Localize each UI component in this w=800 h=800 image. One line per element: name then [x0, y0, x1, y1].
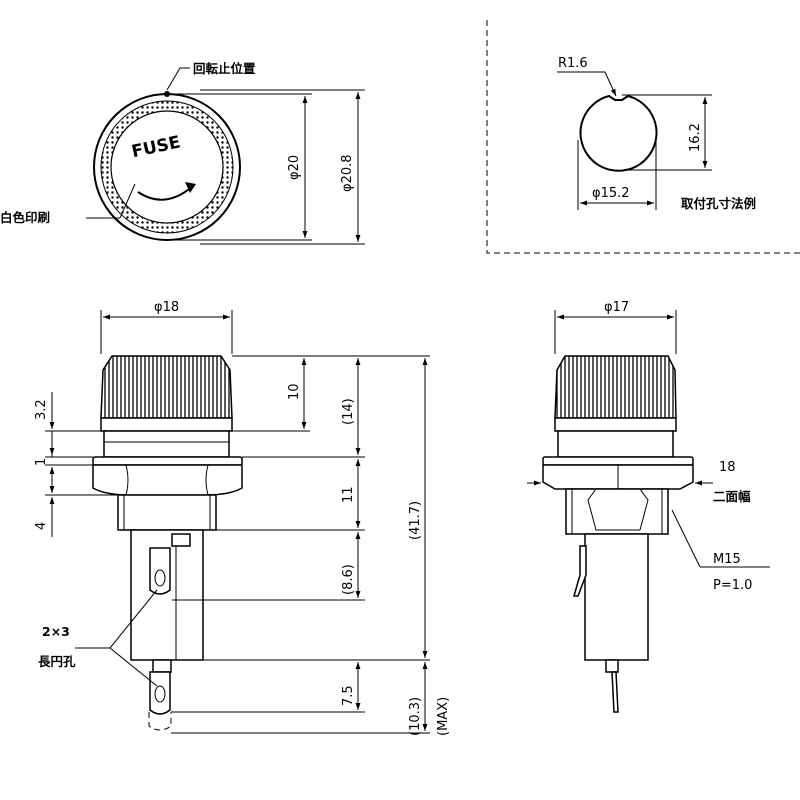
dim-4: 4 [34, 522, 49, 530]
body-upper [103, 430, 230, 458]
dim-max: (MAX) [436, 697, 451, 736]
cap-bottom-ring [100, 417, 233, 432]
side-upper-terminal [573, 545, 587, 597]
flange [92, 456, 243, 466]
dim-41-7: (41.7) [408, 501, 423, 540]
side-view: φ17 18 二面幅 M15 P=1.0 [527, 300, 770, 713]
hex-nut [92, 464, 243, 496]
dim-18: 18 [719, 460, 736, 475]
upper-slot [154, 569, 166, 587]
side-knurled-cap [554, 355, 677, 419]
rotation-arrow-icon [137, 185, 194, 201]
arrowhead-icon [185, 182, 196, 193]
mounting-hole-view: R1.6 16.2 φ15.2 取付孔寸法例 [557, 56, 756, 211]
dim-16-2: 16.2 [688, 123, 703, 152]
side-lower-terminal [611, 671, 619, 713]
dim-phi18: φ18 [154, 300, 179, 315]
knurled-cap [100, 355, 233, 419]
cap-inner-face [110, 110, 224, 224]
side-back-body [584, 533, 649, 661]
side-flange [542, 456, 694, 466]
dim-8-6: (8.6) [341, 564, 356, 595]
mounting-hole-outline [579, 94, 658, 172]
dim-phi17: φ17 [604, 300, 629, 315]
dim-10: 10 [287, 383, 302, 400]
threaded-section [117, 494, 217, 531]
front-view: φ18 3.2 1 4 10 (14) 11 (8.6) 7.5 [34, 300, 451, 736]
flat-label: 二面幅 [713, 489, 751, 504]
lower-terminal [149, 671, 171, 715]
mounting-hole-caption: 取付孔寸法例 [681, 196, 756, 211]
panel-border [486, 20, 800, 254]
dim-7-5: 7.5 [341, 685, 356, 706]
white-print-label: 白色印刷 [0, 210, 50, 225]
terminal-max-outline [148, 712, 172, 731]
top-view: FUSE 回転止位置 白色印刷 φ20 φ20.8 [0, 61, 365, 245]
slot-size-label: 2×3 [42, 624, 70, 639]
pitch-label: P=1.0 [713, 578, 752, 593]
dim-10-3: (10.3) [408, 697, 423, 736]
dim-1: 1 [34, 458, 49, 466]
thread-label: M15 [713, 552, 741, 567]
dim-phi20: φ20 [287, 155, 302, 180]
side-thread [565, 488, 669, 535]
dim-phi15-2: φ15.2 [592, 186, 630, 201]
slot-label: 長円孔 [38, 654, 76, 669]
dim-14: (14) [341, 398, 356, 425]
radius-label: R1.6 [558, 56, 588, 71]
upper-terminal [149, 547, 171, 595]
dim-phi20-8: φ20.8 [340, 154, 355, 192]
dim-3-2: 3.2 [34, 399, 49, 420]
rotation-stop-label: 回転止位置 [193, 61, 256, 76]
lower-slot [154, 685, 166, 703]
dim-11: 11 [341, 486, 356, 503]
